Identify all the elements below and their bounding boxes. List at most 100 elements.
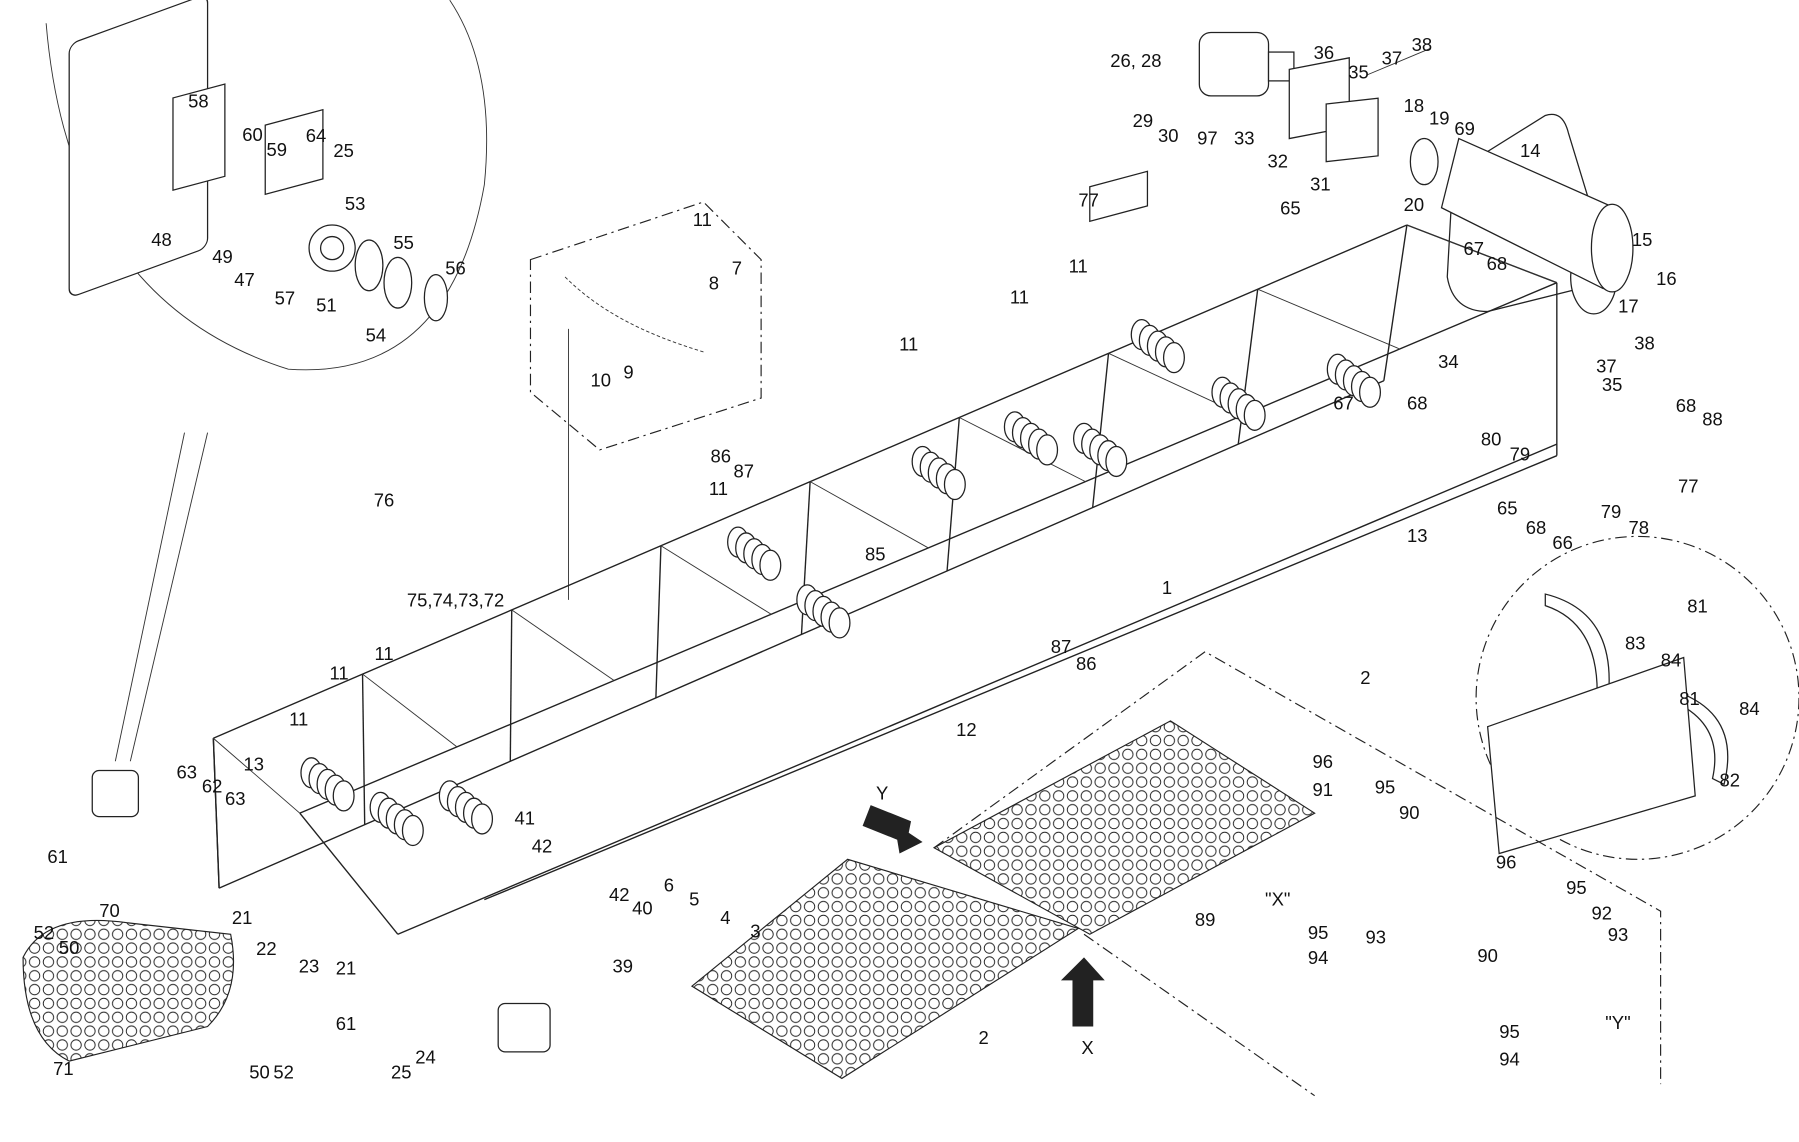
- callout-6: 6: [664, 875, 674, 896]
- callout-29: 29: [1133, 110, 1154, 131]
- callout-37: 37: [1596, 356, 1617, 377]
- spring-detail: [564, 276, 704, 353]
- callout-21: 21: [232, 907, 253, 928]
- frame-post: [361, 674, 366, 825]
- callout-77: 77: [1078, 190, 1099, 211]
- callout-13: 13: [243, 754, 264, 775]
- callout-84: 84: [1661, 650, 1682, 671]
- callout-80: 80: [1481, 428, 1502, 449]
- callout-68: 68: [1487, 253, 1508, 274]
- callout-79: 79: [1601, 501, 1622, 522]
- callout-15: 15: [1632, 229, 1653, 250]
- callout-40: 40: [632, 898, 653, 919]
- callout-92: 92: [1592, 902, 1613, 923]
- callout-65: 65: [1280, 198, 1301, 219]
- callout-96: 96: [1312, 751, 1333, 772]
- callout-57: 57: [275, 288, 296, 309]
- spring-coil: [1105, 445, 1128, 478]
- callout-35: 35: [1602, 374, 1623, 395]
- callout-87: 87: [1051, 636, 1072, 657]
- callout-88: 88: [1702, 409, 1723, 430]
- callout-71: 71: [53, 1058, 74, 1079]
- callout-22: 22: [256, 938, 277, 959]
- callout-78: 78: [1628, 517, 1649, 538]
- spring-coil: [401, 814, 424, 847]
- callout-11: 11: [1010, 286, 1029, 307]
- callout-81: 81: [1679, 688, 1700, 709]
- callout-4: 4: [720, 907, 730, 928]
- callout-90: 90: [1477, 945, 1498, 966]
- callout-86: 86: [1076, 653, 1097, 674]
- callout-41: 41: [514, 808, 535, 829]
- callout-62: 62: [202, 775, 223, 796]
- spring-coil: [943, 468, 966, 501]
- spring-coil: [471, 803, 494, 835]
- callout-47: 47: [234, 269, 255, 290]
- frame-crossmember: [809, 481, 929, 549]
- callout-12: 12: [956, 719, 977, 740]
- callout-11: 11: [1069, 255, 1088, 276]
- callout-34: 34: [1438, 351, 1459, 372]
- callout-95: 95: [1499, 1021, 1520, 1042]
- callout-63: 63: [225, 788, 246, 809]
- arrow-x-label: X: [1081, 1037, 1093, 1058]
- callout-21: 21: [336, 958, 357, 979]
- frame-crossmember: [1406, 224, 1557, 284]
- spring-coil: [1358, 376, 1382, 408]
- callout-89: 89: [1195, 909, 1216, 930]
- callout-59: 59: [267, 139, 288, 160]
- callout-24: 24: [415, 1046, 436, 1067]
- callout-2: 2: [1360, 667, 1370, 688]
- callout-50: 50: [59, 937, 80, 958]
- spring-coil: [332, 780, 355, 812]
- callout-7: 7: [732, 258, 742, 279]
- floor-grate-89: [932, 720, 1316, 935]
- callout-86: 86: [710, 446, 731, 467]
- spring-coil: [1162, 342, 1185, 374]
- frame-crossmember: [1257, 288, 1400, 350]
- callout-77: 77: [1678, 476, 1699, 497]
- frame-crossmember: [959, 417, 1086, 483]
- callout-38: 38: [1412, 34, 1433, 55]
- conveyor-belt: [22, 919, 235, 1062]
- callout-95: 95: [1566, 877, 1587, 898]
- callout-85: 85: [865, 544, 886, 565]
- callout-37: 37: [1382, 48, 1403, 69]
- callout-18: 18: [1404, 95, 1425, 116]
- detail-inset-bearing: [45, 0, 488, 762]
- callout-63: 63: [177, 762, 198, 783]
- spring-coil: [828, 607, 851, 639]
- view-y-label: "Y": [1605, 1012, 1630, 1033]
- callout-11: 11: [374, 643, 393, 664]
- callout-14: 14: [1520, 140, 1541, 161]
- callout-30: 30: [1158, 125, 1179, 146]
- callout-56: 56: [445, 258, 466, 279]
- callout-8: 8: [709, 273, 719, 294]
- callout-11: 11: [899, 334, 918, 355]
- drum-roller: [1440, 137, 1634, 293]
- callout-25: 25: [391, 1061, 412, 1082]
- callout-61: 61: [336, 1013, 357, 1034]
- callout-83: 83: [1625, 632, 1646, 653]
- callout-95: 95: [1375, 777, 1396, 798]
- callout-11: 11: [289, 709, 308, 730]
- frame-post: [1383, 224, 1408, 381]
- callout-38: 38: [1634, 333, 1655, 354]
- callout-94: 94: [1499, 1049, 1520, 1070]
- frame-crossmember: [660, 545, 772, 615]
- callout-3: 3: [750, 921, 760, 942]
- callout-97: 97: [1197, 127, 1218, 148]
- callout-90: 90: [1399, 802, 1420, 823]
- callout-52: 52: [273, 1061, 294, 1082]
- callout-70: 70: [99, 900, 120, 921]
- callout-76: 76: [374, 489, 395, 510]
- spring-coil: [759, 549, 782, 581]
- callout-32: 32: [1267, 150, 1288, 171]
- callout-9: 9: [623, 361, 633, 382]
- spring-coil: [1036, 434, 1059, 466]
- view-arrow-y: [862, 805, 923, 854]
- callout-82: 82: [1720, 770, 1741, 791]
- callout-11: 11: [709, 478, 728, 499]
- spring-detail-box: [529, 201, 762, 451]
